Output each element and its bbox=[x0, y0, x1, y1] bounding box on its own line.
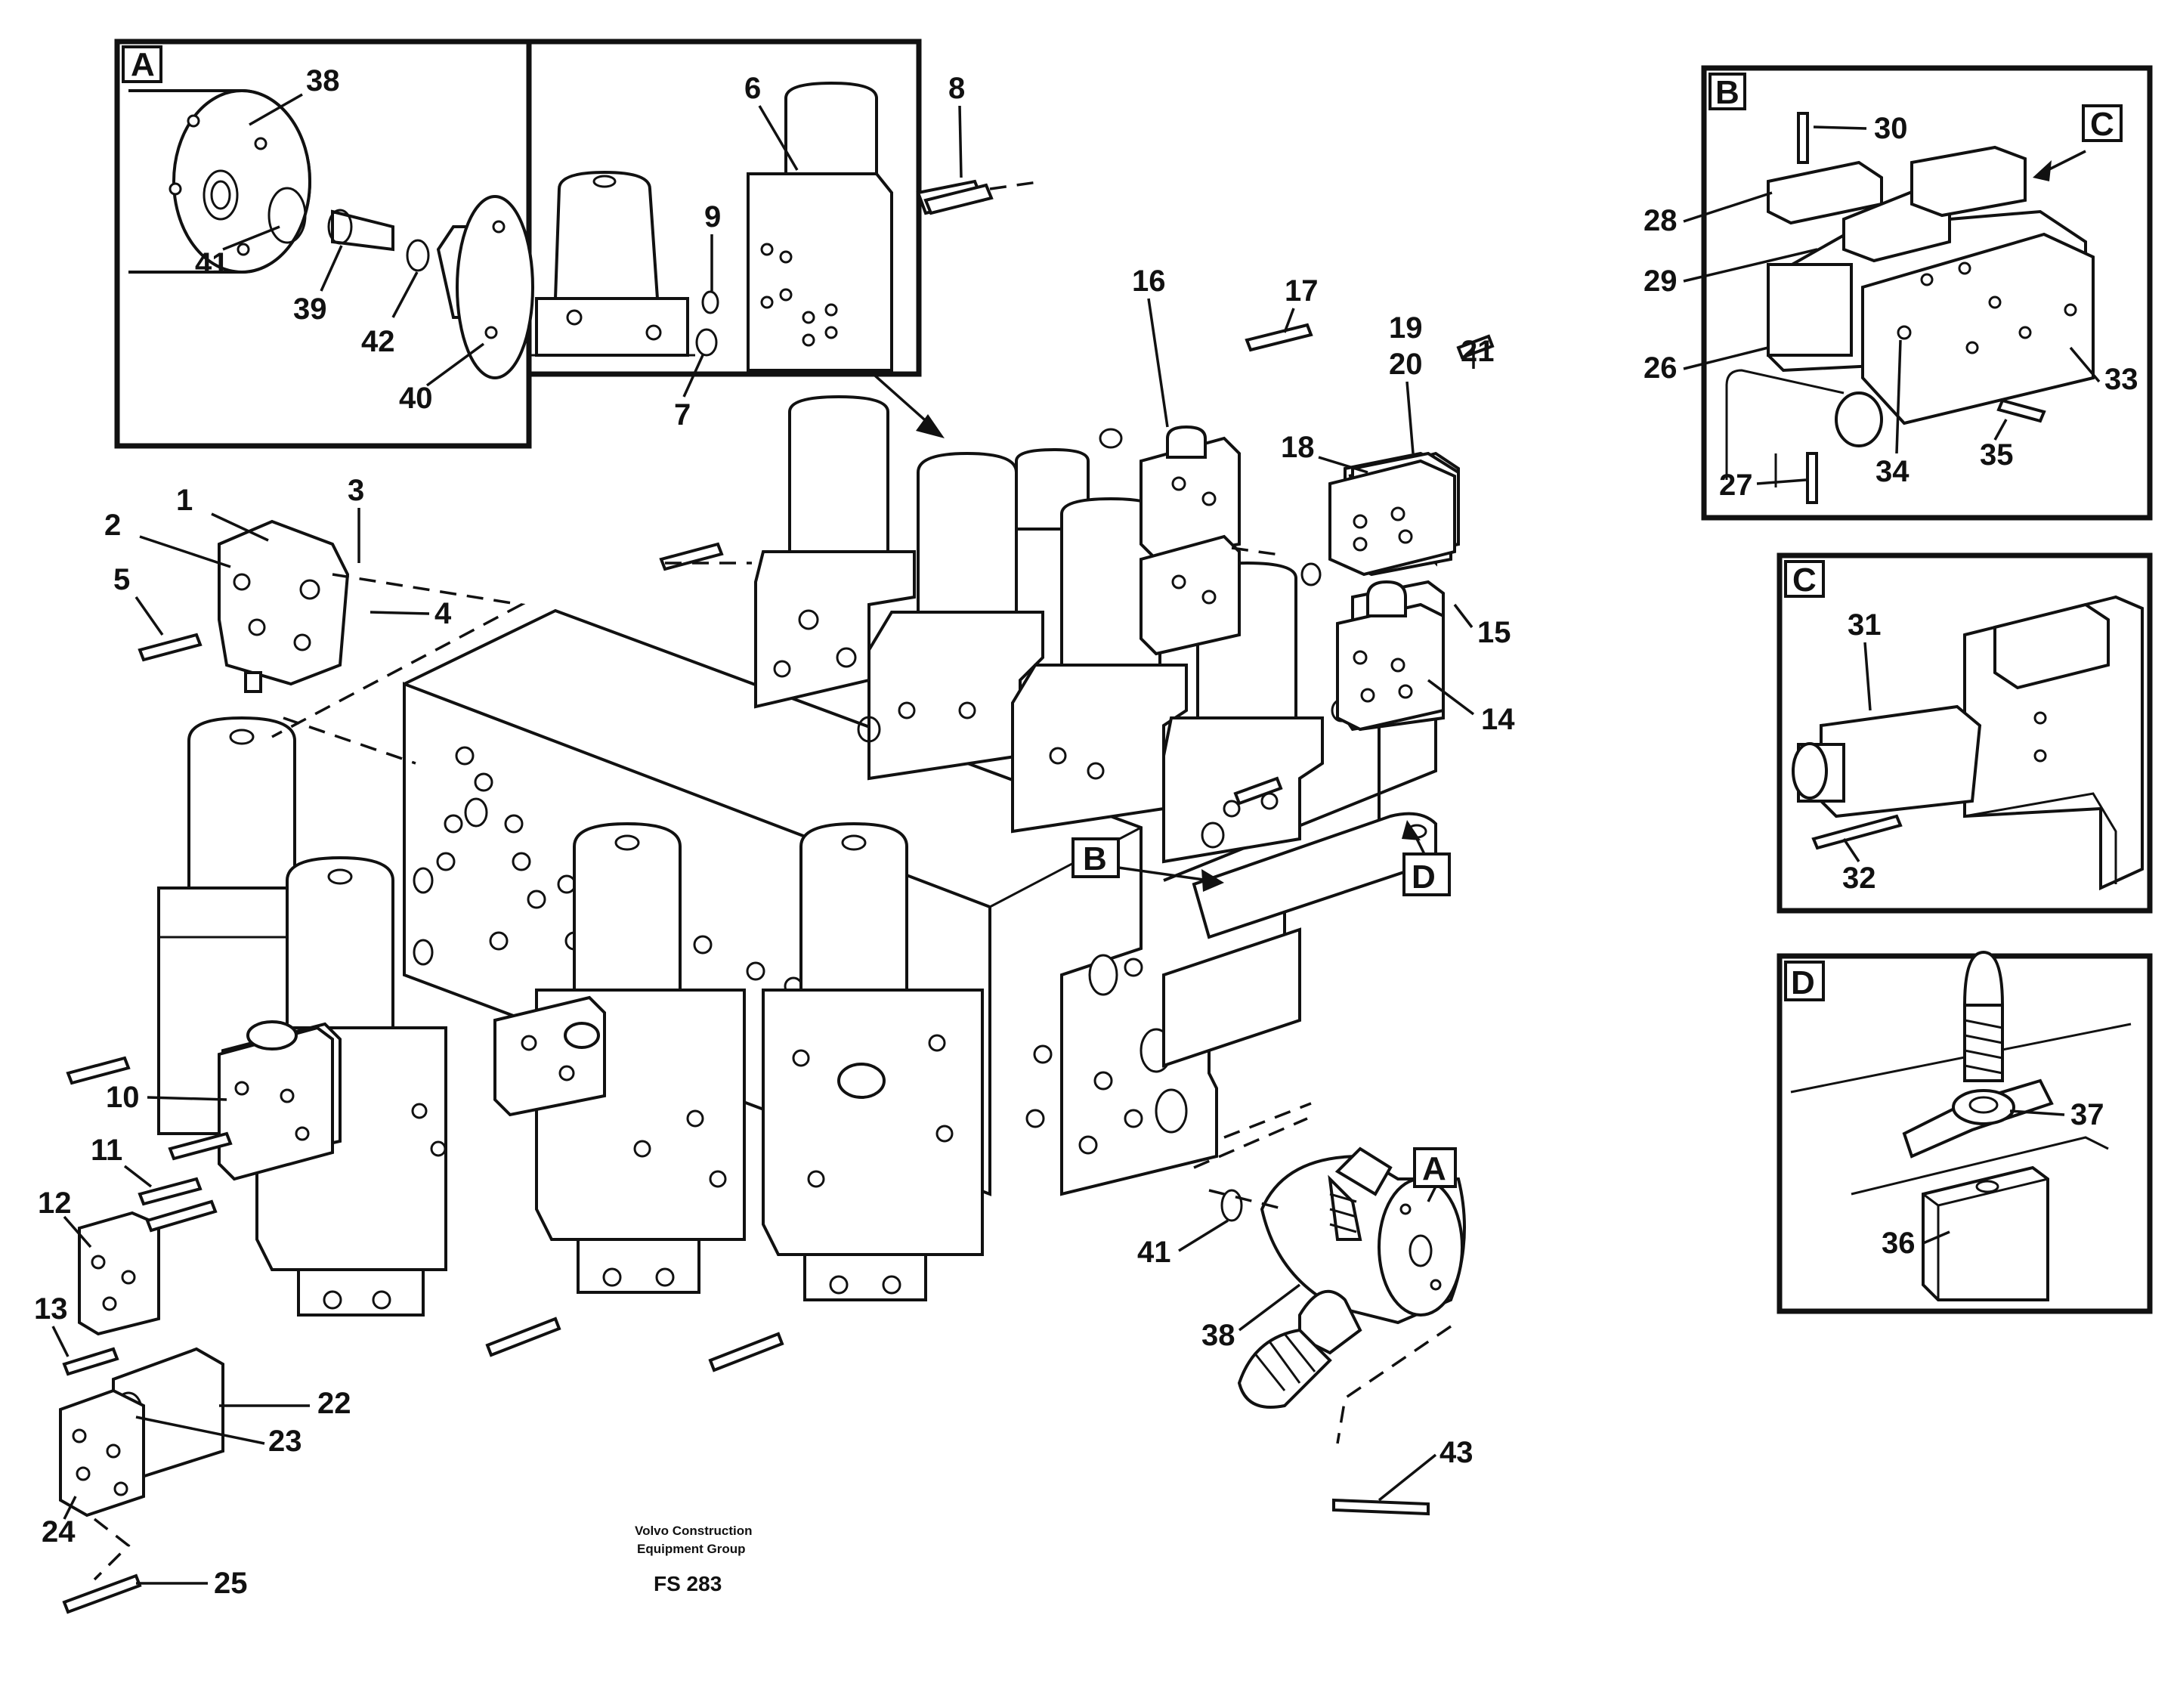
callout-3: 3 bbox=[348, 474, 364, 507]
callout-38: 38 bbox=[306, 64, 340, 97]
callout-1: 1 bbox=[176, 484, 193, 517]
figure-code: FS 283 bbox=[654, 1572, 722, 1595]
callout-33: 33 bbox=[2104, 363, 2138, 396]
callout-2: 2 bbox=[104, 509, 121, 542]
callout-23: 23 bbox=[268, 1425, 302, 1458]
detail-c-assembly bbox=[1792, 595, 2144, 891]
callout-24: 24 bbox=[42, 1515, 76, 1549]
detail-b-c-tag bbox=[2082, 104, 2123, 142]
detail-d-tag bbox=[1784, 961, 1825, 1001]
detail-c-frame: C bbox=[1777, 552, 2153, 914]
callout-40: 40 bbox=[399, 382, 433, 415]
detail-a-tag bbox=[122, 45, 162, 83]
publisher-credit-line1: Volvo Construction bbox=[635, 1524, 753, 1538]
callout-5: 5 bbox=[113, 563, 130, 596]
dashed-lines bbox=[93, 180, 1452, 1581]
detail-b-frame: B C bbox=[1701, 65, 2153, 521]
callout-12: 12 bbox=[38, 1187, 72, 1220]
detail-b-letter: B bbox=[1715, 74, 1739, 111]
callout-10: 10 bbox=[106, 1081, 140, 1114]
callout-7: 7 bbox=[674, 398, 691, 432]
callout-41-main: 41 bbox=[1137, 1236, 1171, 1269]
callout-14: 14 bbox=[1481, 703, 1515, 736]
upper-valve-row bbox=[754, 395, 1460, 1068]
callout-41: 41 bbox=[195, 247, 229, 280]
main-d-letter: D bbox=[1412, 859, 1436, 896]
arrowhead-a bbox=[916, 414, 945, 438]
callout-30: 30 bbox=[1874, 112, 1908, 145]
detail-b-c-letter: C bbox=[2090, 106, 2114, 143]
callout-43: 43 bbox=[1439, 1436, 1473, 1469]
callout-28: 28 bbox=[1644, 204, 1678, 237]
valve-item-1 bbox=[218, 519, 350, 693]
callout-36: 36 bbox=[1882, 1227, 1916, 1260]
callout-6: 6 bbox=[744, 72, 761, 105]
detail-d-letter: D bbox=[1791, 964, 1815, 1001]
fitting-item-38 bbox=[1220, 1146, 1466, 1409]
callout-29: 29 bbox=[1644, 265, 1678, 298]
block-item-10 bbox=[218, 1020, 334, 1181]
callout-32: 32 bbox=[1842, 862, 1876, 895]
detail-c-letter: C bbox=[1792, 562, 1817, 599]
callout-31: 31 bbox=[1848, 608, 1882, 642]
block-item-14 bbox=[1336, 580, 1445, 732]
callout-34: 34 bbox=[1875, 455, 1910, 488]
callout-18: 18 bbox=[1281, 431, 1315, 464]
callout-39: 39 bbox=[293, 292, 327, 326]
callout-8: 8 bbox=[948, 72, 965, 105]
detail-a-flange bbox=[128, 89, 534, 379]
detail-d-frame: D bbox=[1777, 953, 2153, 1314]
callout-9: 9 bbox=[704, 200, 721, 234]
callout-21: 21 bbox=[1461, 335, 1495, 368]
detail-d-assembly bbox=[1790, 950, 2132, 1301]
callout-20: 20 bbox=[1389, 348, 1423, 381]
callout-13: 13 bbox=[34, 1292, 68, 1326]
callout-35: 35 bbox=[1980, 438, 2014, 472]
callout-15: 15 bbox=[1477, 616, 1511, 649]
callout-16: 16 bbox=[1132, 265, 1166, 298]
callout-37: 37 bbox=[2070, 1098, 2104, 1131]
plates-12-22-24 bbox=[59, 1211, 224, 1518]
bolts bbox=[62, 183, 1495, 1614]
callout-26: 26 bbox=[1644, 351, 1678, 385]
callout-19: 19 bbox=[1389, 311, 1423, 345]
main-d-tag bbox=[1402, 852, 1451, 896]
callout-42: 42 bbox=[361, 325, 395, 358]
detail-b-assembly bbox=[1725, 112, 2095, 504]
detail-b-tag bbox=[1709, 73, 1746, 110]
callout-17: 17 bbox=[1285, 274, 1319, 308]
callout-11: 11 bbox=[91, 1134, 122, 1167]
detail-a-letter: A bbox=[131, 46, 155, 83]
detail-c-tag bbox=[1784, 560, 1825, 598]
main-b-letter: B bbox=[1083, 840, 1107, 877]
main-b-tag bbox=[1071, 837, 1120, 878]
publisher-credit-line2: Equipment Group bbox=[637, 1542, 746, 1556]
front-valve-right bbox=[762, 822, 984, 1301]
callout-22: 22 bbox=[317, 1387, 351, 1420]
detail-a-frame: A bbox=[114, 39, 922, 449]
callout-25: 25 bbox=[214, 1567, 248, 1600]
callout-38-main: 38 bbox=[1201, 1319, 1235, 1352]
detail-a-valve-block bbox=[529, 81, 985, 372]
main-a-letter: A bbox=[1422, 1150, 1446, 1187]
front-valve-middle bbox=[493, 822, 746, 1294]
callout-4: 4 bbox=[434, 597, 452, 630]
callout-27: 27 bbox=[1719, 469, 1753, 502]
